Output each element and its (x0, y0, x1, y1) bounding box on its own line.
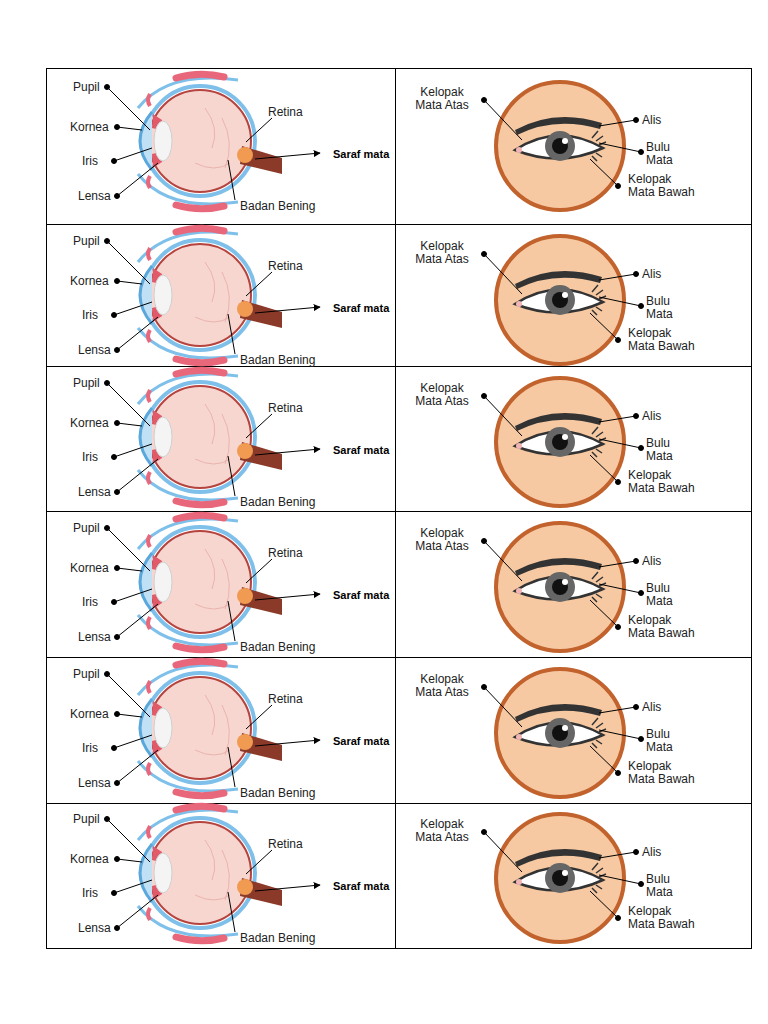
part-label: Kornea (70, 708, 115, 721)
part-label: Iris (82, 309, 112, 322)
part-label: Saraf mata (333, 148, 403, 161)
part-label: Saraf mata (333, 589, 403, 602)
part-label: Retina (268, 402, 318, 415)
eye-row (105, 806, 644, 942)
table-line (395, 68, 396, 948)
table-border (47, 69, 752, 949)
part-label: Kelopak Mata Bawah (628, 469, 700, 495)
table-line (46, 366, 751, 367)
part-label: Lensa (78, 777, 118, 790)
eye-row (105, 228, 644, 364)
part-label: Alis (642, 846, 682, 859)
part-label: Badan Bening (240, 496, 330, 509)
part-label: Bulu Mata (646, 873, 682, 899)
part-label: Alis (642, 268, 682, 281)
eye-row (105, 515, 644, 651)
part-label: Kelopak Mata Atas (410, 240, 474, 266)
table-line (46, 803, 751, 804)
part-label: Kelopak Mata Atas (410, 673, 474, 699)
part-label: Kelopak Mata Atas (410, 86, 474, 112)
part-label: Lensa (78, 190, 118, 203)
part-label: Iris (82, 155, 112, 168)
eye-row (105, 74, 644, 210)
part-label: Badan Bening (240, 354, 330, 367)
part-label: Pupil (73, 377, 113, 390)
part-label: Kelopak Mata Atas (410, 818, 474, 844)
part-label: Kelopak Mata Bawah (628, 760, 700, 786)
part-label: Saraf mata (333, 735, 403, 748)
table-line (46, 657, 751, 658)
part-label: Lensa (78, 922, 118, 935)
part-label: Pupil (73, 81, 113, 94)
eye-row (105, 370, 644, 506)
part-label: Badan Bening (240, 932, 330, 945)
part-label: Kelopak Mata Bawah (628, 327, 700, 353)
part-label: Pupil (73, 522, 113, 535)
part-label: Lensa (78, 486, 118, 499)
eye-row (105, 661, 644, 797)
part-label: Retina (268, 547, 318, 560)
part-label: Kornea (70, 853, 115, 866)
part-label: Badan Bening (240, 641, 330, 654)
table-line (46, 511, 751, 512)
part-label: Lensa (78, 344, 118, 357)
part-label: Bulu Mata (646, 295, 682, 321)
table-grid (46, 68, 752, 949)
part-label: Iris (82, 742, 112, 755)
part-label: Iris (82, 596, 112, 609)
part-label: Kelopak Mata Atas (410, 527, 474, 553)
part-label: Saraf mata (333, 444, 403, 457)
part-label: Iris (82, 451, 112, 464)
part-label: Bulu Mata (646, 437, 682, 463)
part-label: Iris (82, 887, 112, 900)
part-label: Badan Bening (240, 787, 330, 800)
part-label: Kelopak Mata Bawah (628, 614, 700, 640)
part-label: Bulu Mata (646, 141, 682, 167)
part-label: Kornea (70, 562, 115, 575)
part-label: Retina (268, 693, 318, 706)
part-label: Kelopak Mata Atas (410, 382, 474, 408)
table-line (46, 224, 751, 225)
part-label: Retina (268, 838, 318, 851)
part-label: Alis (642, 701, 682, 714)
part-label: Saraf mata (333, 302, 403, 315)
part-label: Pupil (73, 813, 113, 826)
part-label: Lensa (78, 631, 118, 644)
part-label: Alis (642, 114, 682, 127)
part-label: Bulu Mata (646, 582, 682, 608)
part-label: Kelopak Mata Bawah (628, 173, 700, 199)
part-label: Retina (268, 260, 318, 273)
part-label: Pupil (73, 235, 113, 248)
part-label: Bulu Mata (646, 728, 682, 754)
part-label: Kornea (70, 417, 115, 430)
part-label: Pupil (73, 668, 113, 681)
part-label: Alis (642, 410, 682, 423)
part-label: Kornea (70, 275, 115, 288)
part-label: Saraf mata (333, 880, 403, 893)
part-label: Alis (642, 555, 682, 568)
part-label: Kornea (70, 121, 115, 134)
part-label: Kelopak Mata Bawah (628, 905, 700, 931)
part-label: Badan Bening (240, 200, 330, 213)
part-label: Retina (268, 106, 318, 119)
